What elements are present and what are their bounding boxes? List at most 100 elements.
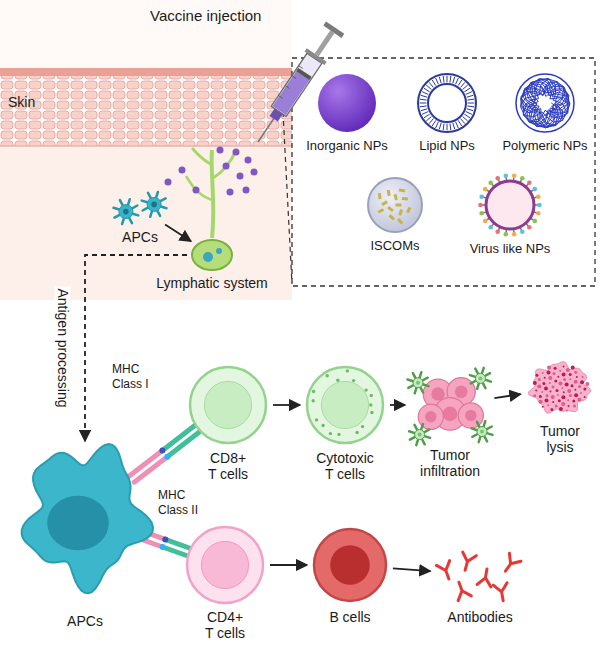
drawing-part bbox=[330, 545, 370, 585]
drawing-part bbox=[406, 207, 411, 214]
virus-like-np: Virus like NPs bbox=[478, 173, 542, 237]
drawing-part bbox=[128, 199, 130, 205]
drawing-part bbox=[520, 176, 525, 181]
drawing-part bbox=[422, 92, 428, 95]
drawing-part bbox=[179, 167, 186, 174]
lymph-node-shape bbox=[190, 238, 234, 272]
drawing-part bbox=[453, 123, 455, 129]
drawing-part bbox=[484, 421, 486, 427]
drawing-part bbox=[119, 205, 133, 219]
drawing-part bbox=[559, 407, 563, 411]
drawing-part bbox=[466, 92, 472, 95]
drawing-part bbox=[467, 95, 473, 97]
apc-cell-shape bbox=[15, 435, 155, 595]
drawing-part bbox=[554, 380, 557, 383]
label-group: Antibodies bbox=[447, 609, 512, 625]
drawing-part bbox=[369, 403, 372, 406]
drawing-part bbox=[258, 117, 275, 142]
drawing-part bbox=[539, 395, 542, 398]
drawing-part bbox=[485, 373, 490, 376]
drawing-part bbox=[471, 381, 476, 384]
drawing-part bbox=[161, 207, 167, 209]
drawing-part bbox=[427, 117, 432, 121]
drawing-part bbox=[542, 406, 544, 408]
node-label: Virus like NPs bbox=[470, 241, 551, 257]
tumor-infiltration: Tumor infiltration bbox=[410, 368, 490, 442]
drawing-part bbox=[578, 385, 581, 388]
drawing-part bbox=[545, 399, 549, 403]
drawing-part bbox=[542, 382, 545, 385]
polymeric-np-shape bbox=[514, 72, 576, 134]
drawing-part bbox=[571, 366, 575, 370]
drawing-part bbox=[500, 553, 521, 575]
drawing-part bbox=[569, 373, 572, 376]
drawing-part bbox=[415, 425, 418, 430]
drawing-part bbox=[160, 544, 166, 550]
drawing-part bbox=[452, 580, 471, 601]
cd4-t-cell: CD4+ T cells bbox=[185, 525, 265, 605]
drawing-part bbox=[163, 547, 188, 556]
drawing-part bbox=[187, 527, 263, 603]
drawing-part bbox=[443, 124, 445, 130]
drawing-part bbox=[538, 378, 541, 381]
drawing-part bbox=[321, 424, 324, 427]
drawing-part bbox=[574, 371, 577, 374]
drawing-part bbox=[132, 206, 137, 209]
drawing-part bbox=[352, 379, 355, 382]
drawing-part bbox=[422, 112, 428, 115]
drawing-part bbox=[436, 561, 455, 582]
label-group: ISCOMs bbox=[370, 238, 419, 254]
drawing-part bbox=[233, 149, 240, 156]
drawing-part bbox=[547, 365, 551, 369]
cytotoxic-t-cell: Cytotoxic T cells bbox=[305, 365, 385, 445]
drawing-part bbox=[477, 422, 480, 427]
label-group: APCs bbox=[67, 613, 103, 629]
drawing-part bbox=[566, 410, 568, 412]
drawing-part bbox=[429, 83, 433, 88]
drawing-part bbox=[478, 376, 482, 380]
drawing-part bbox=[544, 387, 548, 391]
drawing-part bbox=[278, 96, 282, 99]
drawing-part bbox=[527, 225, 532, 230]
drawing-part bbox=[539, 400, 543, 404]
antibodies-shape bbox=[435, 547, 525, 603]
drawing-part bbox=[421, 95, 427, 97]
drawing-part bbox=[542, 372, 544, 374]
drawing-part bbox=[393, 194, 398, 201]
drawing-part bbox=[251, 169, 258, 176]
drawing-part bbox=[536, 194, 541, 199]
drawing-part bbox=[504, 232, 509, 237]
drawing-part bbox=[424, 430, 429, 433]
drawing-part bbox=[193, 187, 200, 194]
drawing-part bbox=[472, 434, 477, 437]
iscom-particle: ISCOMs bbox=[366, 176, 424, 234]
drawing-part bbox=[377, 208, 384, 213]
drawing-part bbox=[370, 411, 373, 414]
drawing-part bbox=[314, 529, 386, 601]
drawing-part bbox=[162, 536, 168, 542]
drawing-part bbox=[486, 427, 491, 430]
drawing-part bbox=[569, 394, 572, 397]
label-group: Lipid NPs bbox=[419, 138, 475, 154]
drawing-part bbox=[329, 432, 332, 435]
drawing-part bbox=[465, 88, 470, 91]
drawing-part bbox=[574, 393, 578, 397]
drawing-part bbox=[562, 372, 566, 376]
drawing-part bbox=[399, 188, 405, 192]
drawing-part bbox=[463, 85, 468, 89]
drawing-part bbox=[424, 88, 429, 91]
node-label: Antibodies bbox=[447, 609, 512, 625]
drawing-part bbox=[547, 404, 549, 406]
drawing-part bbox=[432, 80, 435, 85]
node-label: CD4+ T cells bbox=[202, 609, 248, 641]
drawing-part bbox=[561, 387, 563, 389]
drawing-part bbox=[458, 403, 483, 428]
drawing-part bbox=[439, 123, 441, 129]
drawing-part bbox=[544, 377, 546, 379]
drawing-part bbox=[447, 76, 448, 82]
node-label: CD8+ T cells bbox=[205, 450, 251, 482]
b-cell: B cells bbox=[312, 527, 388, 603]
drawing-part bbox=[243, 187, 250, 194]
drawing-part bbox=[472, 428, 478, 430]
drawing-part bbox=[285, 86, 289, 89]
